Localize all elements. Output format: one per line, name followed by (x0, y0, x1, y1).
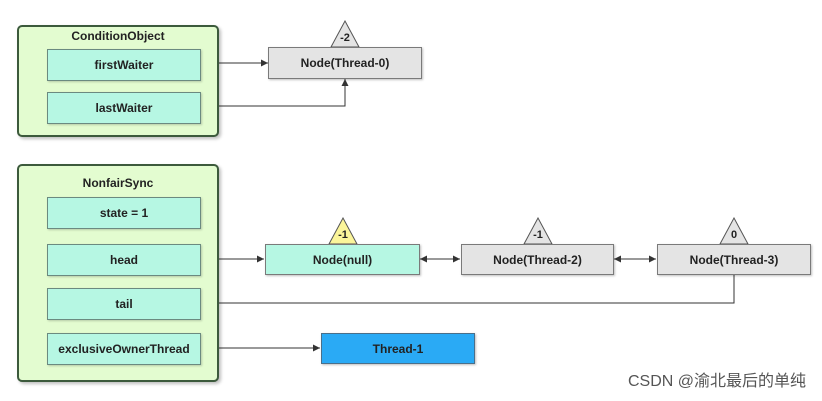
thread3-status-label: 0 (730, 229, 738, 241)
thread3-node: Node(Thread-3) (657, 244, 811, 275)
waiter-status-label: -2 (340, 32, 350, 44)
head-field: head (47, 244, 201, 276)
tail-arrow (200, 274, 735, 307)
thread2-node: Node(Thread-2) (461, 244, 614, 275)
nonfair-sync-title: NonfairSync (82, 176, 154, 190)
thread2-status-label: -1 (533, 229, 543, 241)
condition-object-panel: ConditionObject firstWaiter lastWaiter (17, 25, 219, 137)
exclusive-owner-thread-field: exclusiveOwnerThread (47, 333, 201, 365)
tail-field: tail (47, 288, 201, 320)
condition-object-title: ConditionObject (71, 29, 165, 43)
owner-thread-node: Thread-1 (321, 333, 475, 364)
waiter-node: Node(Thread-0) (268, 47, 422, 79)
first-waiter-field: firstWaiter (47, 49, 201, 81)
null-node: Node(null) (265, 244, 420, 275)
nonfair-sync-panel: NonfairSync state = 1 head tail exclusiv… (17, 164, 219, 382)
state-field: state = 1 (47, 197, 201, 229)
last-waiter-field: lastWaiter (47, 92, 201, 124)
csdn-watermark: CSDN @渝北最后的单纯 (627, 373, 806, 390)
last-waiter-arrow (200, 79, 349, 107)
null-node-status-label: -1 (338, 229, 348, 241)
